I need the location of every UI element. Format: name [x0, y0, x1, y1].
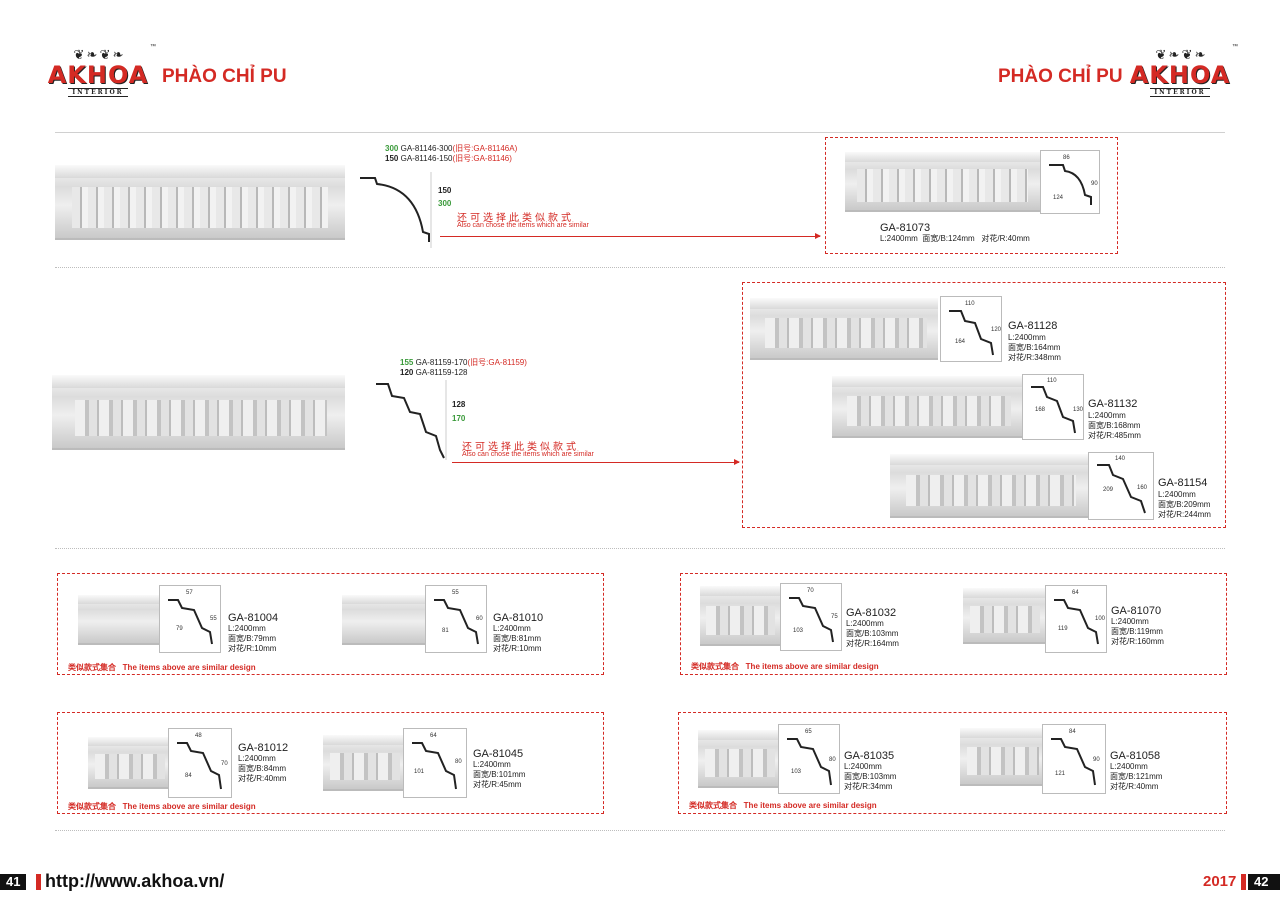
section-divider — [55, 548, 1225, 549]
item-specs: L:2400mm 面宽/B:119mm 对花/R:160mm — [1111, 617, 1164, 646]
item-code: GA-81058 — [1110, 750, 1161, 762]
item-code: GA-81035 — [844, 750, 895, 762]
product-photo-81128 — [750, 298, 938, 360]
footer-accent — [1241, 874, 1246, 890]
profile-box-81035: 65 80 103 — [778, 724, 840, 794]
profile-drawing-81146 — [360, 172, 432, 248]
similar-design-note: 类似款式集合 The items above are similar desig… — [68, 663, 256, 672]
similar-box-row2-right — [678, 712, 1227, 814]
profile-box-81132: 110 130 168 — [1022, 374, 1084, 440]
item-code: GA-81010 — [493, 612, 544, 624]
product-photo-81010 — [342, 595, 426, 645]
profile-box-81012: 48 70 84 — [168, 728, 232, 798]
variant-list-81159: 155 GA-81159-170(旧号:GA-81159) 120 GA-811… — [400, 358, 527, 377]
logo-brand: AKHOA — [1129, 60, 1231, 89]
logo-sub: INTERIOR — [68, 87, 128, 97]
profile-box-81154: 140 160 209 — [1088, 452, 1154, 520]
profile-dims-81146: 150 300 — [438, 186, 452, 208]
product-photo-81070 — [963, 588, 1045, 644]
item-specs: L:2400mm 面宽/B:209mm 对花/R:244mm — [1158, 490, 1211, 519]
footer-accent — [36, 874, 41, 890]
item-code: GA-81045 — [473, 748, 524, 760]
product-photo-81146 — [55, 165, 345, 240]
item-specs: L:2400mm 面宽/B:124mm 对花/R:40mm — [880, 234, 1030, 243]
item-code: GA-81132 — [1088, 398, 1138, 410]
similar-box-81159 — [742, 282, 1226, 528]
product-photo-81073 — [845, 152, 1040, 212]
product-photo-81045 — [323, 735, 405, 791]
arrow-icon — [440, 233, 821, 239]
item-specs: L:2400mm 面宽/B:81mm 对花/R:10mm — [493, 624, 542, 653]
product-photo-81004 — [78, 595, 160, 645]
item-code: GA-81032 — [846, 607, 897, 619]
similar-box-81073 — [825, 137, 1118, 254]
similar-design-note: 类似款式集合 The items above are similar desig… — [691, 662, 879, 671]
product-photo-81012 — [88, 737, 170, 789]
product-photo-81035 — [698, 730, 780, 788]
item-specs: L:2400mm 面宽/B:121mm 对花/R:40mm — [1110, 762, 1163, 791]
profile-drawing-81159 — [376, 380, 447, 460]
similar-box-row1-right — [680, 573, 1227, 675]
logo-left: ™ ❦ ❧ ❦ ❧ AKHOA INTERIOR — [47, 44, 156, 97]
product-photo-81058 — [960, 728, 1044, 786]
item-specs: L:2400mm 面宽/B:79mm 对花/R:10mm — [228, 624, 277, 653]
similar-note-en: Also can chose the items which are simil… — [457, 222, 589, 229]
similar-note-cn: 还可选择此类似款式 — [457, 213, 574, 224]
profile-box-81045: 64 80 101 — [403, 728, 467, 798]
ornament-icon: ❦ ❧ ❦ ❧ — [1155, 47, 1206, 63]
page-title-left: PHÀO CHỈ PU — [162, 66, 287, 87]
item-specs: L:2400mm 面宽/B:103mm 对花/R:34mm — [844, 762, 897, 791]
page-number-left: 41 — [0, 874, 27, 890]
item-code: GA-81073 — [880, 222, 931, 234]
product-photo-81032 — [700, 586, 780, 646]
catalog-year: 2017 — [1203, 873, 1237, 890]
similar-box-row1-left — [57, 573, 604, 675]
ornament-icon: ❦ ❧ ❦ ❧ — [73, 47, 124, 63]
item-specs: L:2400mm 面宽/B:101mm 对花/R:45mm — [473, 760, 526, 789]
product-photo-81132 — [832, 376, 1022, 438]
item-code: GA-81012 — [238, 742, 289, 754]
product-photo-81154 — [890, 454, 1088, 518]
item-specs: L:2400mm 面宽/B:84mm 对花/R:40mm — [238, 754, 287, 783]
item-code: GA-81070 — [1111, 605, 1162, 617]
item-specs: L:2400mm 面宽/B:103mm 对花/R:164mm — [846, 619, 899, 648]
similar-note-cn: 还可选择此类似款式 — [462, 442, 579, 453]
profile-box-81073: 86 90 124 — [1040, 150, 1100, 214]
item-specs: L:2400mm 面宽/B:168mm 对花/R:485mm — [1088, 411, 1141, 440]
similar-design-note: 类似款式集合 The items above are similar desig… — [68, 802, 256, 811]
page-number-right: 42 — [1248, 874, 1280, 890]
top-divider — [55, 132, 1225, 133]
website-link[interactable]: http://www.akhoa.vn/ — [45, 871, 225, 891]
item-specs: L:2400mm 面宽/B:164mm 对花/R:348mm — [1008, 333, 1061, 362]
variant-list-81146: 300 GA-81146-300(旧号:GA-81146A) 150 GA-81… — [385, 144, 518, 163]
profile-box-81058: 84 90 121 — [1042, 724, 1106, 794]
logo-brand: AKHOA — [47, 60, 149, 89]
item-code: GA-81154 — [1158, 477, 1208, 489]
logo-right: ™ ❦ ❧ ❦ ❧ AKHOA INTERIOR — [1129, 44, 1238, 97]
similar-note-en: Also can chose the items which are simil… — [462, 451, 594, 458]
similar-box-row2-left — [57, 712, 604, 814]
product-photo-81159 — [52, 375, 345, 450]
logo-sub: INTERIOR — [1150, 87, 1210, 97]
profile-box-81004: 57 55 79 — [159, 585, 221, 653]
similar-design-note: 类似款式集合 The items above are similar desig… — [689, 801, 877, 810]
item-code: GA-81128 — [1008, 320, 1058, 332]
profile-box-81128: 110 120 164 — [940, 296, 1002, 362]
profile-box-81070: 64 100 119 — [1045, 585, 1107, 653]
section-divider — [55, 267, 1225, 268]
arrow-icon — [452, 459, 740, 465]
page-title-right: PHÀO CHỈ PU — [998, 66, 1123, 87]
profile-dims-81159: 128 170 — [452, 400, 466, 423]
profile-box-81032: 70 75 103 — [780, 583, 842, 651]
profile-box-81010: 55 60 81 — [425, 585, 487, 653]
section-divider — [55, 830, 1225, 831]
item-code: GA-81004 — [228, 612, 279, 624]
